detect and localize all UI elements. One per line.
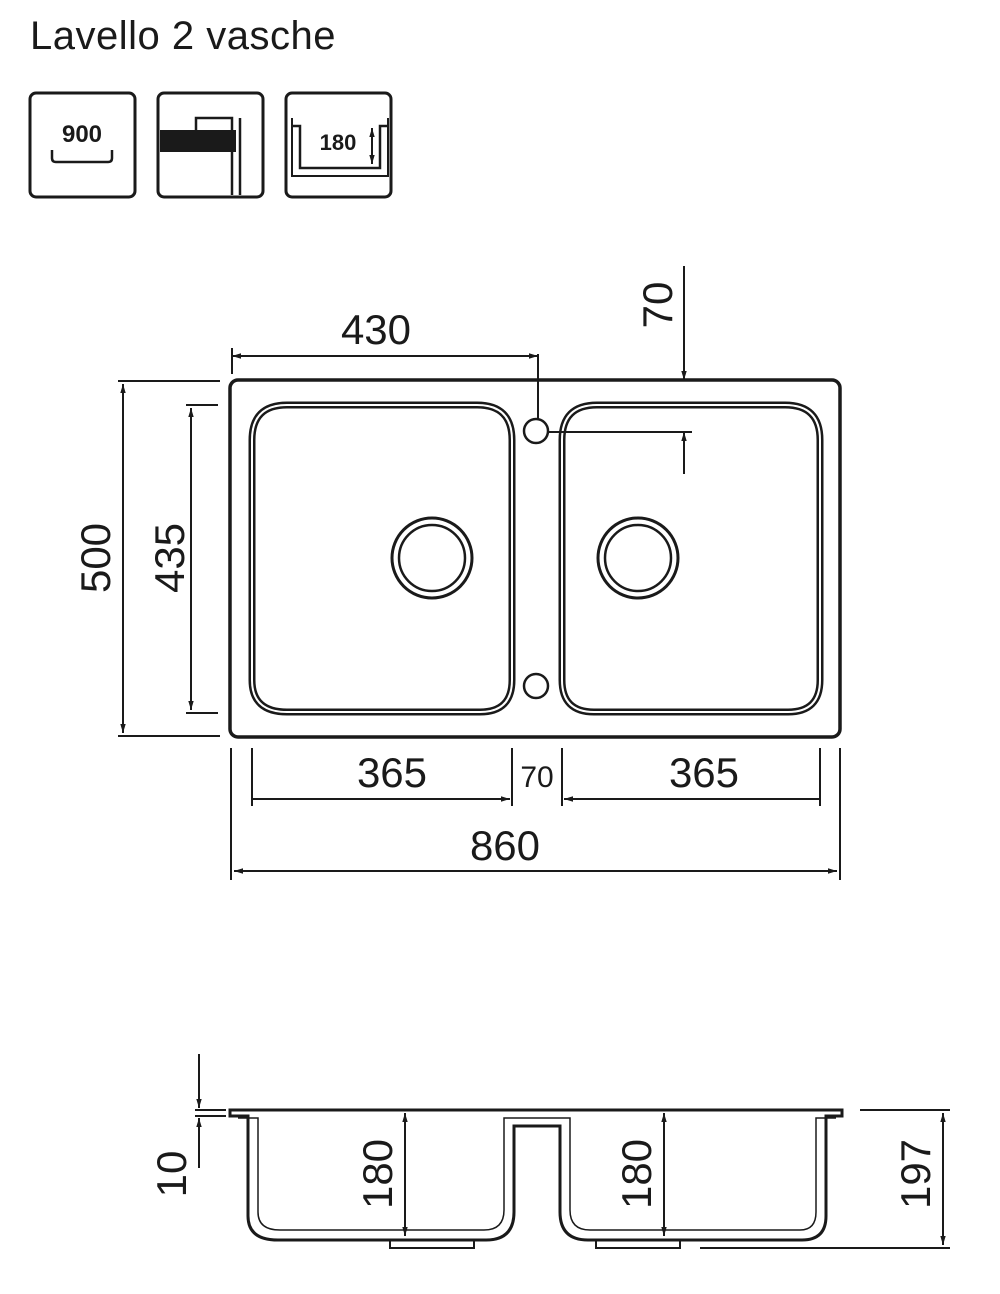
svg-text:430: 430 (341, 306, 411, 353)
svg-text:180: 180 (613, 1139, 660, 1209)
svg-text:365: 365 (357, 749, 427, 796)
svg-text:70: 70 (634, 282, 681, 329)
svg-text:500: 500 (72, 523, 119, 593)
svg-text:365: 365 (669, 749, 739, 796)
dim-bowl-depth: 435 (146, 404, 218, 714)
min-cabinet-width-icon: 900 (28, 91, 137, 199)
svg-text:197: 197 (892, 1139, 939, 1209)
dim-rim-thickness: 10 (148, 1054, 226, 1197)
dim-overall-width: 860 (230, 748, 841, 880)
dim-overall-depth: 500 (72, 380, 220, 737)
dim-left-bowl-depth: 180 (354, 1113, 408, 1236)
svg-text:10: 10 (148, 1151, 195, 1198)
svg-text:435: 435 (146, 523, 193, 593)
dim-bowl-widths: 365 70 365 (251, 748, 821, 806)
bowl-depth-icon: 180 (284, 91, 393, 199)
dim-tap-from-edge: 70 (548, 266, 692, 474)
svg-text:180: 180 (354, 1139, 401, 1209)
countertop-mount-icon (156, 91, 265, 199)
dim-tap-offset: 430 (231, 306, 539, 420)
svg-text:180: 180 (320, 130, 357, 155)
svg-text:860: 860 (470, 822, 540, 869)
svg-text:900: 900 (62, 121, 102, 148)
svg-text:70: 70 (520, 761, 553, 794)
sink-top-view (228, 378, 842, 739)
dim-total-height: 197 (700, 1109, 950, 1249)
sink-side-view (228, 1108, 844, 1249)
dim-right-bowl-depth: 180 (613, 1113, 667, 1236)
page-title: Lavello 2 vasche (30, 14, 336, 58)
